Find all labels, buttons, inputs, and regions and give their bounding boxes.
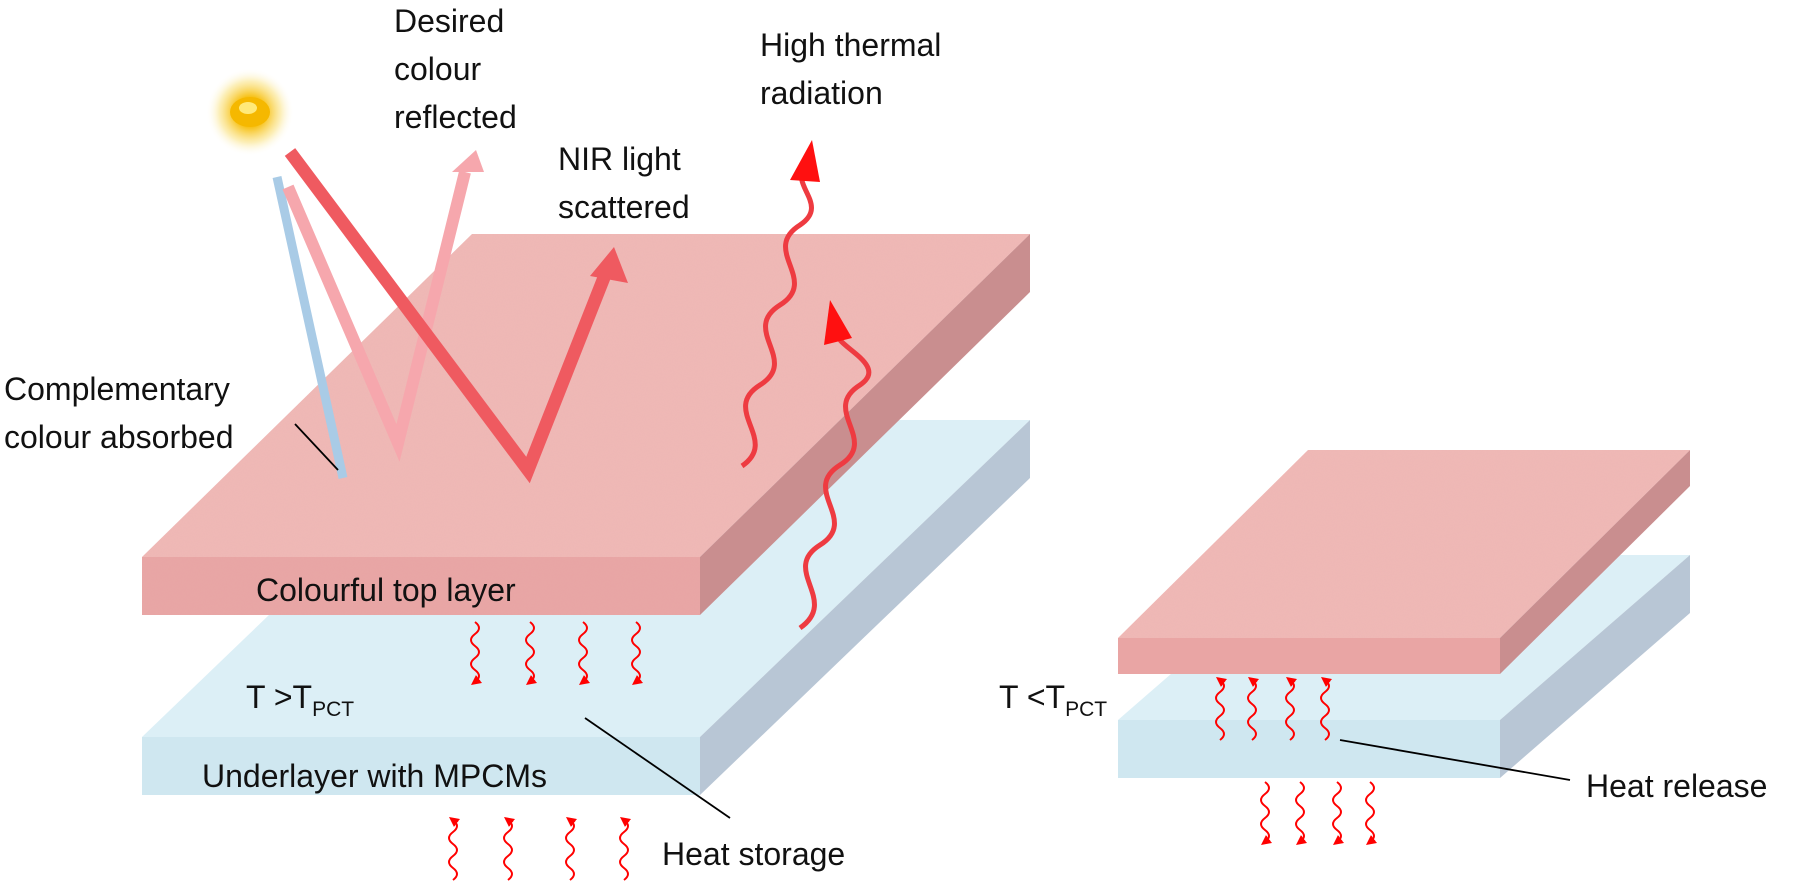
nir-beam	[284, 148, 612, 484]
right-top-layer-slab	[1118, 450, 1690, 674]
complementary-leader-line	[294, 423, 339, 471]
left-top-layer-slab	[142, 234, 1030, 615]
temp-low-label: T <TPCT	[999, 679, 1107, 721]
top-layer-label: Colourful top layer	[256, 572, 516, 608]
underlayer-side-face	[700, 420, 1030, 795]
nir-light-label: NIR light scattered	[558, 141, 690, 225]
thermal-radiation-waves	[740, 140, 872, 631]
desired-colour-label: Desired colour reflected	[394, 3, 517, 135]
absorbed-beam	[272, 176, 348, 479]
light-beams	[272, 148, 628, 484]
heat-storage-label: Heat storage	[662, 836, 845, 872]
underlayer-label: Underlayer with MPCMs	[202, 758, 547, 794]
complementary-label: Complementary colour absorbed	[4, 371, 239, 455]
heat-release-label: Heat release	[1586, 768, 1767, 804]
high-thermal-label: High thermal radiation	[760, 27, 950, 111]
top-layer-side-face	[700, 234, 1030, 615]
heat-release-arrows-bottom	[1260, 781, 1378, 846]
heat-storage-arrows-top	[470, 621, 644, 686]
heat-release-arrows-top	[1215, 676, 1333, 741]
temp-high-label: T >TPCT	[246, 679, 354, 721]
heat-release-leader-line	[1339, 739, 1571, 781]
sun-icon	[206, 68, 294, 156]
heat-storage-leader-line	[584, 717, 731, 819]
thermal-wave-2	[798, 338, 872, 631]
thermal-wave-1	[740, 166, 814, 469]
heat-storage-arrows-bottom	[448, 816, 632, 881]
underlayer-front-face	[142, 737, 700, 795]
reflected-beam	[282, 170, 471, 462]
